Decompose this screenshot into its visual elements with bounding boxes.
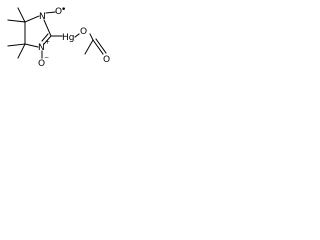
methyl-c4-up [17, 7, 26, 23]
atom-o-bottom: O [38, 59, 45, 69]
charge-o-bottom: − [44, 54, 49, 61]
charge-n-bottom: + [45, 39, 50, 46]
atom-o-top: O [55, 7, 62, 17]
bond-c2-n3 [43, 35, 52, 45]
atom-o-acetate: O [80, 27, 87, 37]
acetate-bonds [84, 33, 107, 55]
bond-ccarbonyl-o-double [95, 38, 107, 54]
methyl-c4-left [7, 19, 26, 23]
bond-hg-o [74, 33, 80, 38]
bond-c2-n3-double [41, 33, 49, 42]
bond-ccarbonyl-methyl [84, 39, 94, 55]
bond-o-ccarbonyl [89, 33, 94, 41]
atom-hg: Hg [62, 33, 74, 43]
ring-bonds [24, 15, 52, 48]
bond-n1-c2 [43, 19, 52, 37]
radical-dot-o-top: • [61, 5, 66, 15]
atom-o-carbonyl: O [103, 55, 110, 65]
bond-c4-n1 [24, 15, 40, 23]
atom-n-bottom: N [38, 43, 45, 53]
bond-n3-c5 [24, 43, 39, 48]
methyl-c5-left [7, 43, 26, 47]
chemical-structure: N O • N + O − Hg O O [7, 5, 110, 69]
bond-ccarbonyl-o [92, 39, 104, 55]
atom-n-top: N [39, 12, 46, 22]
methyl-c5-down [17, 43, 26, 59]
methyl-bonds [7, 7, 26, 59]
bond-n1-o [45, 11, 56, 14]
